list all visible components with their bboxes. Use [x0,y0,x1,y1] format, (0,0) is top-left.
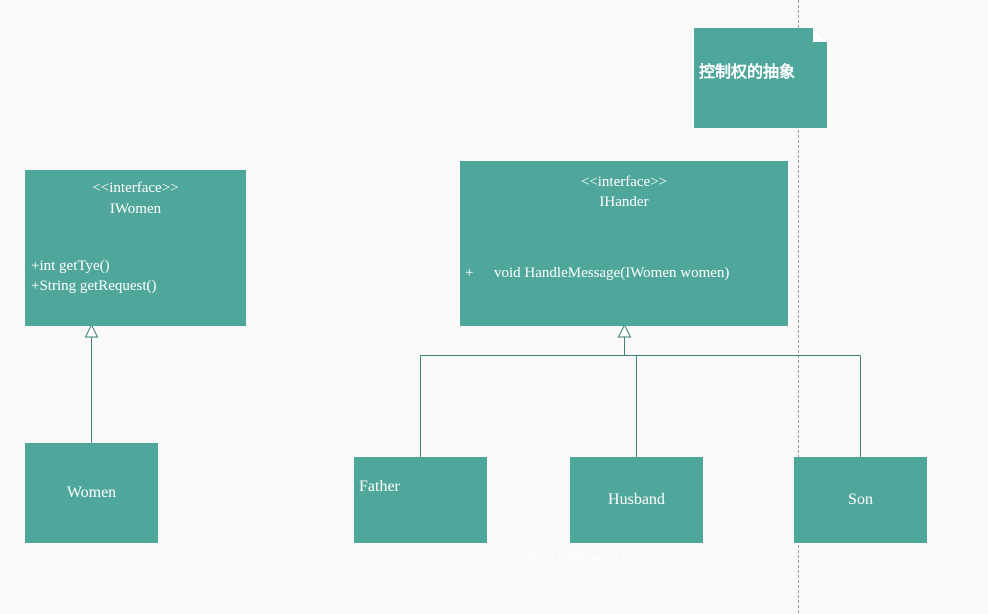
ghost-stereotype-text: <<i [543,522,562,537]
note-text: 控制权的抽象 [699,62,796,81]
iwomen-interface[interactable]: <<interface>> IWomen +int getTye() +Stri… [25,170,246,326]
ihander-name: IHander [599,194,649,210]
iwomen-method-getrequest: +String getRequest() [31,278,157,294]
note-corner-fold-icon [813,28,827,42]
iwomen-method-gettye: +int getTye() [31,258,110,274]
father-class-label: Father [359,478,400,495]
women-class-label: Women [66,484,117,501]
women-inheritance-arrow [84,323,99,338]
women-class[interactable]: Women [25,443,158,543]
ihander-inheritance-arrow [617,323,632,338]
father-class[interactable]: Father [354,457,487,543]
son-class[interactable]: Son [794,457,927,543]
husband-class-label: Husband [608,491,665,508]
iwomen-stereotype: <<interface>> [92,180,179,196]
iwomen-name: IWomen [109,201,162,217]
note-box[interactable]: 控制权的抽象 [694,28,827,128]
ihander-stereotype: <<interface>> [580,174,668,190]
ghost-method-text: +String getRequest() [515,549,624,564]
son-class-label: Son [848,491,873,508]
ihander-method-marker: + [465,265,474,281]
ihander-interface[interactable]: <<interface>> IHander + void HandleMessa… [460,161,788,326]
husband-class[interactable]: Husband [570,457,703,543]
ihander-method-handlemessage: void HandleMessage(IWomen women) [494,265,730,281]
